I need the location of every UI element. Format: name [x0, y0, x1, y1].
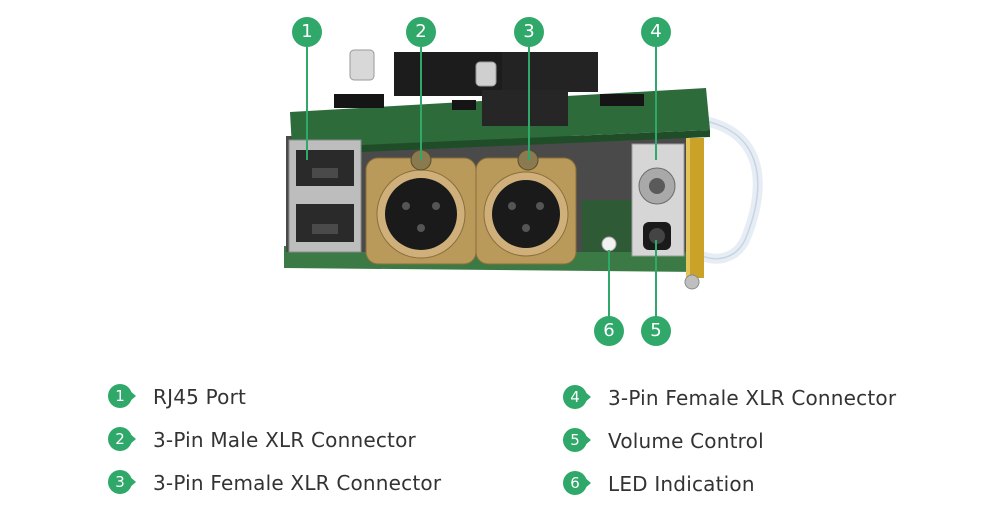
pin-header-right: [502, 52, 598, 92]
xlr-male-pin: [417, 224, 425, 232]
legend-item-6: 6 LED Indication: [563, 470, 755, 498]
ic-chip-right: [600, 94, 644, 106]
xlr-female-pin: [522, 224, 530, 232]
legend-badge-3: 3: [108, 469, 136, 497]
legend-item-4: 4 3-Pin Female XLR Connector: [563, 384, 896, 412]
top-pcb-edge: [292, 130, 710, 155]
callout-1: 1: [292, 17, 322, 47]
legend-item-2: 2 3-Pin Male XLR Connector: [108, 426, 416, 454]
legend-badge-1: 1: [108, 383, 136, 411]
rj45-latch-bottom: [312, 224, 338, 234]
legend-label-6: LED Indication: [608, 472, 755, 496]
header-block: [482, 90, 568, 126]
legend-item-3: 3 3-Pin Female XLR Connector: [108, 469, 441, 497]
legend-label-2: 3-Pin Male XLR Connector: [153, 428, 416, 452]
legend-label-3: 3-Pin Female XLR Connector: [153, 471, 442, 495]
legend-badge-6: 6: [563, 470, 591, 498]
xlr-male-pin: [432, 202, 440, 210]
xlr-female-pin: [536, 202, 544, 210]
rj45-port-bottom: [296, 204, 354, 242]
capacitor-large: [349, 49, 375, 81]
callout-5: 5: [641, 316, 671, 346]
side-xlr-center: [649, 178, 665, 194]
callout-3: 3: [514, 17, 544, 47]
legend-label-4: 3-Pin Female XLR Connector: [608, 386, 897, 410]
legend-badge-4: 4: [563, 384, 591, 412]
xlr-male-face: [385, 178, 457, 250]
callout-4: 4: [641, 17, 671, 47]
brass-standoff: [686, 138, 704, 278]
xlr-female-face: [492, 180, 560, 248]
callout-6: 6: [594, 316, 624, 346]
legend-item-1: 1 RJ45 Port: [108, 383, 246, 411]
standoff-highlight: [686, 138, 690, 278]
standoff-screw: [684, 274, 700, 290]
xlr-male-pin: [402, 202, 410, 210]
legend-badge-2: 2: [108, 426, 136, 454]
callout-2: 2: [406, 17, 436, 47]
ic-chip: [334, 94, 384, 108]
ribbon-cable-edge: [699, 119, 759, 260]
ribbon-cable: [697, 115, 763, 264]
led-indicator: [601, 236, 617, 252]
legend-item-5: 5 Volume Control: [563, 427, 764, 455]
rj45-latch-top: [312, 168, 338, 178]
legend-badge-5: 5: [563, 427, 591, 455]
xlr-female-pin: [508, 202, 516, 210]
legend-label-1: RJ45 Port: [153, 385, 247, 409]
volume-knob-center: [649, 228, 665, 244]
capacitor-small: [475, 61, 497, 87]
legend-label-5: Volume Control: [608, 429, 764, 453]
ic-chip-small: [452, 100, 476, 110]
